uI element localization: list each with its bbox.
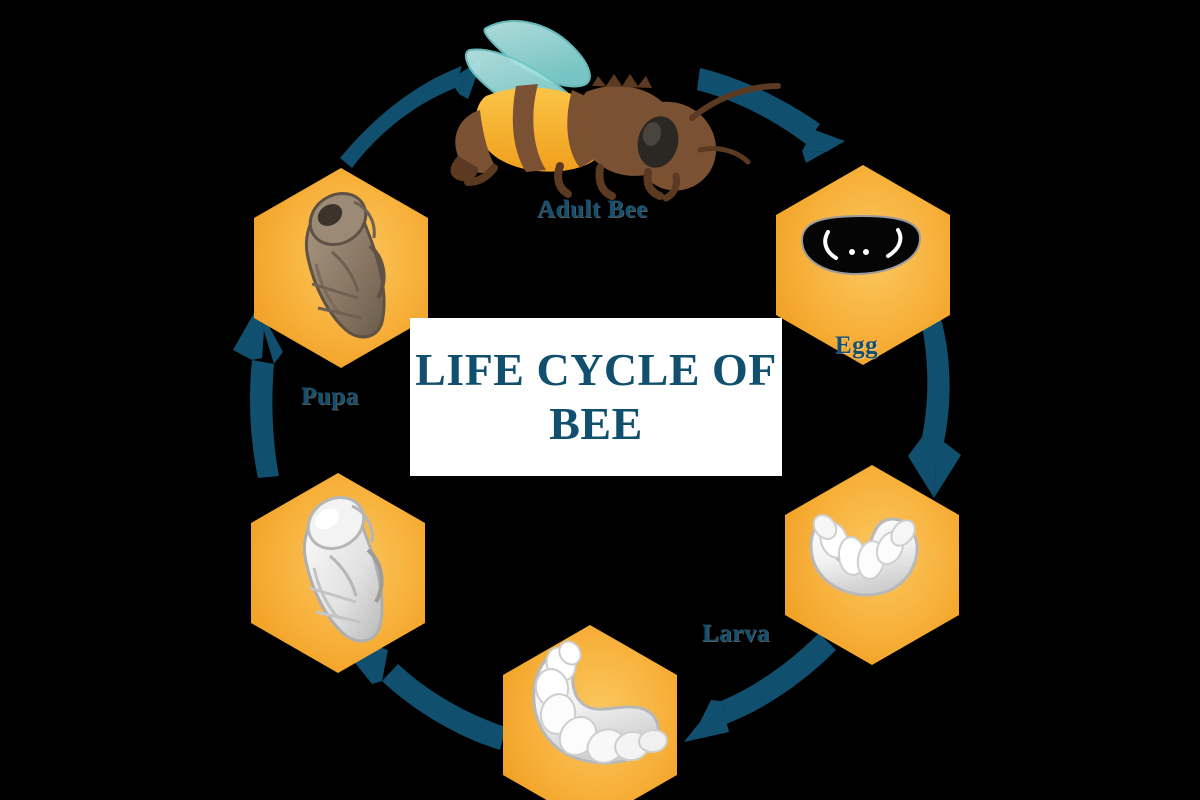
arrow-adult-to-egg <box>697 68 845 163</box>
arrow-egg-to-larva <box>908 312 961 498</box>
pupa-dark-icon <box>305 191 386 339</box>
title-card: LIFE CYCLE OF BEE <box>410 318 782 476</box>
larva-large-icon <box>532 640 668 765</box>
pupa-pale-icon <box>303 495 384 643</box>
arrow-larva-to-larva-late <box>684 633 836 742</box>
page-title-line-2: BEE <box>549 398 643 449</box>
egg-icon <box>800 214 922 276</box>
arrow-pupa-early-to-pupa <box>233 306 283 478</box>
stage-hexagon-egg[interactable] <box>776 165 950 365</box>
page-title-line-1: LIFE CYCLE OF <box>415 343 777 395</box>
stage-hexagon-larva-late[interactable] <box>503 625 677 800</box>
bee-icon <box>450 20 781 202</box>
stage-hexagon-larva[interactable] <box>785 465 959 665</box>
stage-hexagon-pupa-early[interactable] <box>251 473 425 673</box>
stage-hexagon-pupa[interactable] <box>254 168 428 368</box>
larva-icon <box>809 514 919 597</box>
